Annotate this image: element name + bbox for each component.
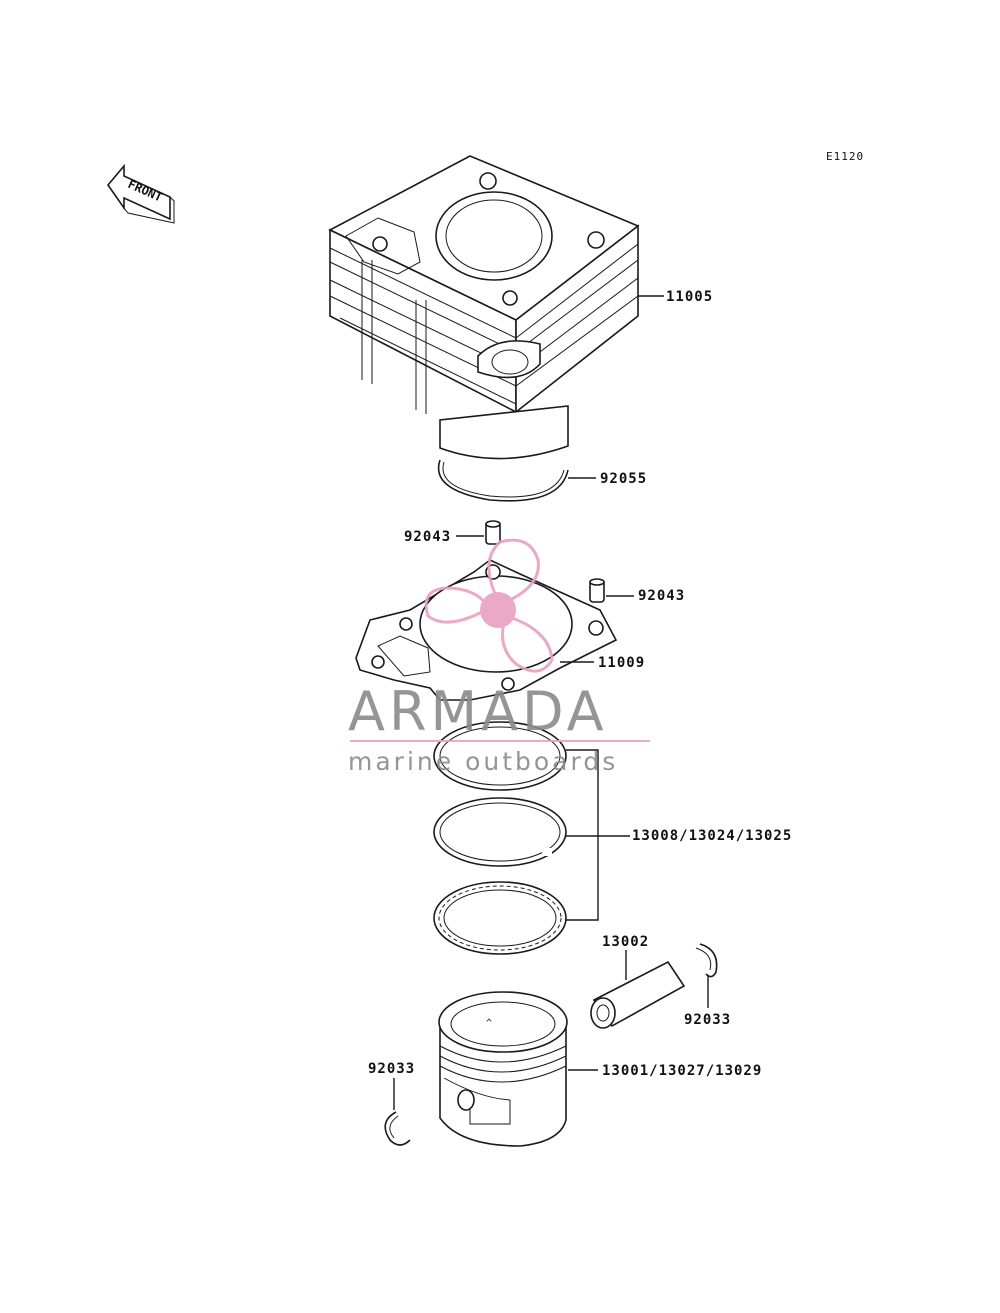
callout-cylinder-gasket: 11009: [598, 655, 645, 671]
o-ring: [437, 459, 569, 502]
circlip-right: [695, 943, 718, 978]
diagram-code: E1120: [826, 150, 864, 163]
callout-dowel-pin-right: 92043: [638, 588, 685, 604]
callout-piston-pin: 13002: [602, 934, 649, 950]
cylinder-gasket: [355, 559, 618, 701]
propeller-logo-icon: [424, 538, 554, 673]
front-direction-arrow-icon: FRONT: [106, 163, 175, 224]
callout-o-ring: 92055: [600, 471, 647, 487]
piston-ring-oil: [433, 881, 567, 955]
callout-circlip-right: 92033: [684, 1012, 731, 1028]
callout-cylinder: 11005: [666, 289, 713, 305]
leader-lines: [393, 295, 709, 1110]
piston-ring-top: [433, 721, 567, 791]
callout-dowel-pin-left: 92043: [404, 529, 451, 545]
svg-text:^: ^: [486, 1018, 492, 1029]
watermark-tagline: marine outboards: [348, 747, 618, 776]
callout-circlip-left: 92033: [368, 1061, 415, 1077]
callout-piston-rings: 13008/13024/13025: [632, 828, 792, 844]
piston-ring-second: [433, 797, 567, 867]
piston: ^: [438, 991, 568, 1147]
circlip-left: [384, 1111, 411, 1146]
cylinder: [328, 155, 640, 460]
watermark: ARMADA marine outboards: [348, 538, 650, 776]
callout-piston: 13001/13027/13029: [602, 1063, 762, 1079]
dowel-pin-right: [589, 578, 605, 603]
dowel-pin-left: [485, 520, 501, 545]
piston-pin: [590, 960, 686, 1029]
watermark-brand: ARMADA: [348, 680, 608, 743]
